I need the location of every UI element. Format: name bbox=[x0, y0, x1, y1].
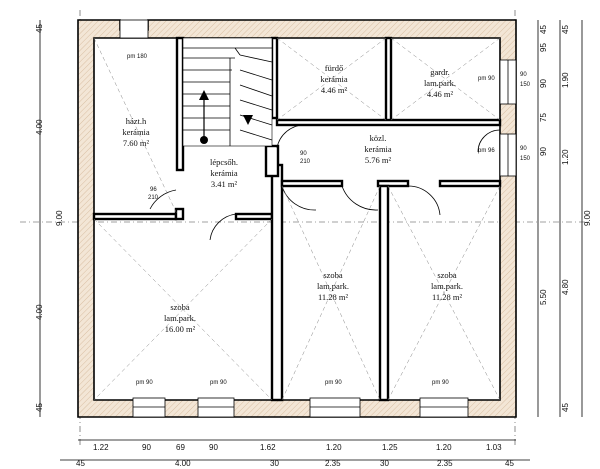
room-szoba-3: szoba lam.park. 11.28 m² bbox=[431, 270, 463, 302]
svg-text:90: 90 bbox=[520, 146, 527, 152]
svg-text:lam.park.: lam.park. bbox=[317, 281, 349, 291]
svg-text:lam.park.: lam.park. bbox=[424, 78, 456, 88]
svg-text:lépcsőh.: lépcsőh. bbox=[210, 157, 238, 167]
svg-text:kerámia: kerámia bbox=[210, 168, 238, 178]
svg-text:45: 45 bbox=[561, 403, 570, 412]
svg-text:5.50: 5.50 bbox=[539, 289, 548, 305]
svg-text:pm 90: pm 90 bbox=[478, 76, 495, 82]
svg-text:lam.park.: lam.park. bbox=[164, 313, 196, 323]
svg-text:95: 95 bbox=[539, 43, 548, 52]
room-furdo: fürdő kerámia 4.46 m² bbox=[320, 63, 348, 95]
svg-text:1.03: 1.03 bbox=[486, 443, 502, 452]
svg-text:pm 96: pm 96 bbox=[478, 148, 495, 154]
svg-text:1.20: 1.20 bbox=[326, 443, 342, 452]
svg-text:szoba: szoba bbox=[437, 270, 457, 280]
svg-text:pm 180: pm 180 bbox=[127, 54, 148, 60]
bottom-dimensions-row1: 1.22 90 69 90 1.62 1.20 1.25 1.20 1.03 bbox=[93, 443, 502, 452]
svg-text:pm 90: pm 90 bbox=[210, 380, 227, 386]
svg-text:1.62: 1.62 bbox=[260, 443, 276, 452]
svg-text:9.00: 9.00 bbox=[583, 210, 592, 226]
door-swings bbox=[149, 124, 501, 241]
svg-text:210: 210 bbox=[300, 159, 311, 165]
svg-text:90: 90 bbox=[539, 147, 548, 156]
svg-text:90: 90 bbox=[142, 443, 151, 452]
svg-text:30: 30 bbox=[270, 459, 279, 468]
svg-text:4.00: 4.00 bbox=[35, 119, 44, 135]
svg-text:75: 75 bbox=[539, 113, 548, 122]
svg-text:90: 90 bbox=[209, 443, 218, 452]
svg-text:közl.: közl. bbox=[370, 133, 387, 143]
svg-text:96: 96 bbox=[150, 187, 157, 193]
svg-text:szoba: szoba bbox=[170, 302, 190, 312]
svg-text:45: 45 bbox=[505, 459, 514, 468]
svg-text:11.28 m²: 11.28 m² bbox=[318, 292, 349, 302]
svg-text:4.80: 4.80 bbox=[561, 279, 570, 295]
svg-text:9.00: 9.00 bbox=[55, 210, 64, 226]
svg-text:7.60 m²: 7.60 m² bbox=[123, 138, 150, 148]
room-gardr: gardr. lam.park. 4.46 m² bbox=[424, 67, 456, 99]
svg-text:45: 45 bbox=[76, 459, 85, 468]
room-szoba-1: szoba lam.park. 16.00 m² bbox=[164, 302, 196, 334]
svg-text:pm 90: pm 90 bbox=[325, 380, 342, 386]
svg-text:45: 45 bbox=[35, 403, 44, 412]
staircase bbox=[182, 37, 273, 147]
svg-text:150: 150 bbox=[520, 82, 531, 88]
svg-text:3.41 m²: 3.41 m² bbox=[211, 179, 238, 189]
svg-text:90: 90 bbox=[300, 151, 307, 157]
svg-text:1.20: 1.20 bbox=[561, 149, 570, 165]
svg-text:pm 90: pm 90 bbox=[432, 380, 449, 386]
svg-text:lam.park.: lam.park. bbox=[431, 281, 463, 291]
svg-text:150: 150 bbox=[520, 156, 531, 162]
svg-text:1.22: 1.22 bbox=[93, 443, 109, 452]
right-dimensions: 45 95 90 75 90 1.20 1.90 45 5.50 4.80 9.… bbox=[539, 25, 592, 412]
room-labels: házt.h kerámia 7.60 m² fürdő kerámia 4.4… bbox=[122, 63, 463, 334]
bottom-windows bbox=[119, 19, 469, 418]
svg-text:90: 90 bbox=[539, 79, 548, 88]
svg-text:16.00 m²: 16.00 m² bbox=[165, 324, 196, 334]
svg-text:45: 45 bbox=[539, 25, 548, 34]
svg-text:1.90: 1.90 bbox=[561, 72, 570, 88]
left-dimensions: 45 4.00 4.00 45 9.00 bbox=[35, 24, 64, 412]
svg-text:11.28 m²: 11.28 m² bbox=[432, 292, 463, 302]
room-kozl: közl. kerámia 5.76 m² bbox=[364, 133, 392, 165]
bottom-dimensions-row2: 45 4.00 30 2.35 30 2.35 45 bbox=[76, 459, 514, 468]
room-szoba-2: szoba lam.park. 11.28 m² bbox=[317, 270, 349, 302]
svg-text:2.35: 2.35 bbox=[325, 459, 341, 468]
svg-text:4.00: 4.00 bbox=[35, 304, 44, 320]
room-diagonals bbox=[93, 37, 501, 401]
right-windows bbox=[499, 59, 517, 177]
svg-text:69: 69 bbox=[176, 443, 185, 452]
svg-text:fürdő: fürdő bbox=[325, 63, 343, 73]
svg-text:5.76 m²: 5.76 m² bbox=[365, 155, 392, 165]
dimension-lines bbox=[39, 20, 583, 461]
svg-text:szoba: szoba bbox=[323, 270, 343, 280]
svg-text:pm 90: pm 90 bbox=[136, 380, 153, 386]
svg-text:45: 45 bbox=[561, 25, 570, 34]
svg-text:gardr.: gardr. bbox=[430, 67, 450, 77]
svg-text:90: 90 bbox=[520, 72, 527, 78]
svg-text:kerámia: kerámia bbox=[122, 127, 150, 137]
svg-text:30: 30 bbox=[380, 459, 389, 468]
svg-text:kerámia: kerámia bbox=[364, 144, 392, 154]
door-labels: pm 180 90 210 96 210 pm 90 pm 90 pm 90 p… bbox=[127, 54, 531, 386]
room-hazt: házt.h kerámia 7.60 m² bbox=[122, 116, 150, 148]
room-lepcsoh: lépcsőh. kerámia 3.41 m² bbox=[210, 157, 238, 189]
svg-text:4.46 m²: 4.46 m² bbox=[321, 85, 348, 95]
svg-text:4.00: 4.00 bbox=[175, 459, 191, 468]
svg-text:házt.h: házt.h bbox=[126, 116, 147, 126]
svg-text:1.20: 1.20 bbox=[436, 443, 452, 452]
svg-text:kerámia: kerámia bbox=[320, 74, 348, 84]
svg-text:4.46 m²: 4.46 m² bbox=[427, 89, 454, 99]
svg-text:210: 210 bbox=[148, 195, 159, 201]
svg-text:45: 45 bbox=[35, 24, 44, 33]
svg-text:2.35: 2.35 bbox=[437, 459, 453, 468]
svg-text:1.25: 1.25 bbox=[382, 443, 398, 452]
